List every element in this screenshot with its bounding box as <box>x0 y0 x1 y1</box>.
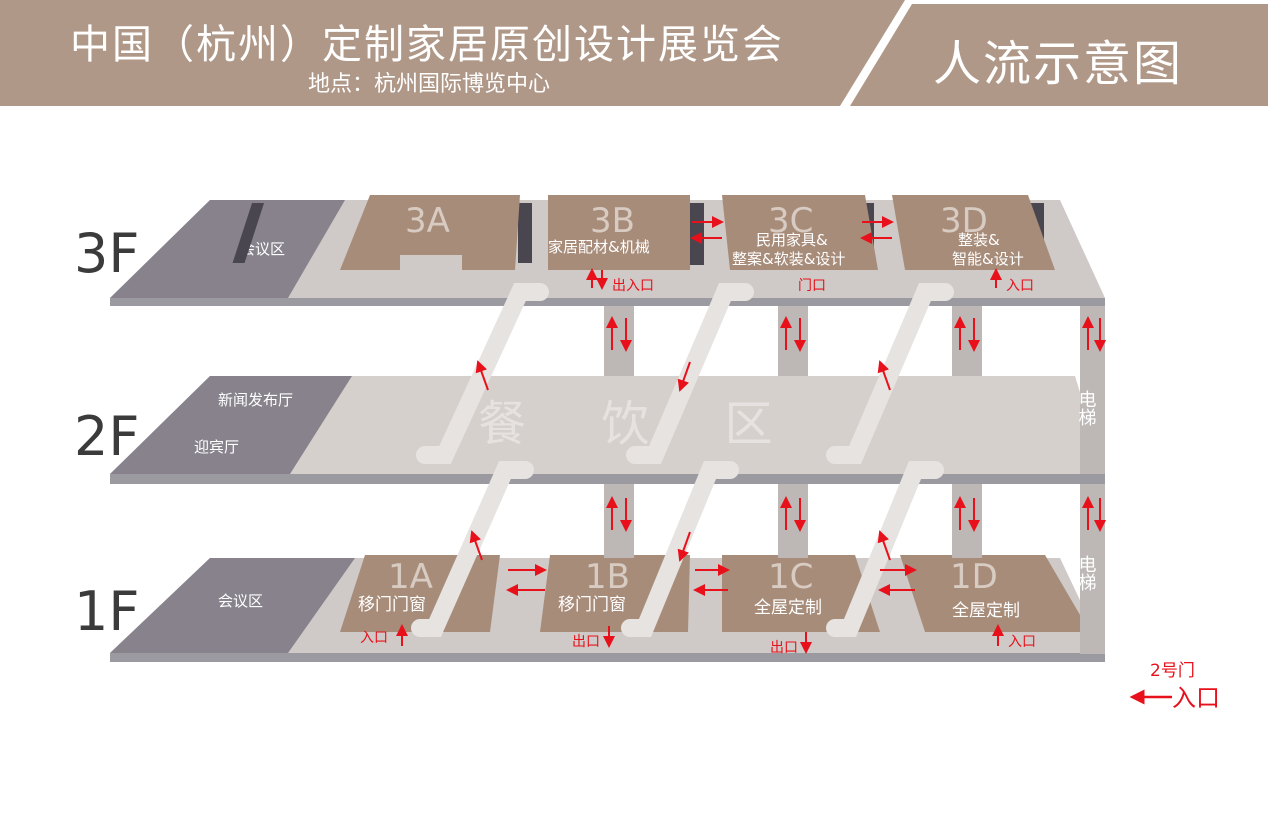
hall-theme-3b: 家居配材&机械 <box>548 238 650 256</box>
flow-arrows <box>396 216 1106 654</box>
hall-theme-1d: 全屋定制 <box>952 601 1020 621</box>
hall-theme-1c: 全屋定制 <box>754 598 822 618</box>
header-banner: 中国（杭州）定制家居原创设计展览会 地点：杭州国际博览中心 人流示意图 <box>0 0 1268 106</box>
area-label-2f-welcome: 迎宾厅 <box>194 438 239 456</box>
elevator-label-lower: 电梯 <box>1076 555 1097 591</box>
escalators <box>411 283 954 637</box>
hall-code-3c: 3C <box>768 201 813 241</box>
floor-3f: 会议区 <box>110 195 1105 306</box>
area-label-2f-press: 新闻发布厅 <box>218 391 293 409</box>
dining-area-label: 餐 饮 区 <box>478 396 803 452</box>
floor-2f: 新闻发布厅 迎宾厅 餐 饮 区 <box>110 376 1105 484</box>
meeting-zone-3f <box>110 200 345 298</box>
floor-label-1f: 1F <box>74 580 140 643</box>
elevator-label-upper: 电梯 <box>1076 390 1097 426</box>
hall-1d <box>900 555 1090 632</box>
entrance-label-3d: 入口 <box>1006 278 1034 294</box>
hall-1c <box>722 555 880 632</box>
press-zone-2f <box>110 376 352 474</box>
area-label-1f-meeting: 会议区 <box>218 592 263 610</box>
exit-label-1c: 出口 <box>770 640 798 656</box>
hall-code-3a: 3A <box>405 201 450 241</box>
hall-code-1b: 1B <box>585 557 630 597</box>
hall-code-1a: 1A <box>388 557 433 597</box>
hall-code-1d: 1D <box>950 557 998 597</box>
entrance-label-3c: 门口 <box>798 278 826 294</box>
floor-label-3f: 3F <box>74 222 140 285</box>
gate-entrance-label: 入口 <box>1172 684 1220 712</box>
hall-theme-3c-line1: 民用家具& <box>756 231 828 249</box>
hall-code-3b: 3B <box>590 201 635 241</box>
flow-diagram-title: 人流示意图 <box>933 36 1184 92</box>
floor-label-2f: 2F <box>74 405 140 468</box>
hall-3c <box>722 195 878 270</box>
hall-code-1c: 1C <box>768 557 813 597</box>
hall-theme-1b: 移门门窗 <box>558 595 626 615</box>
hall-theme-3c-line2: 整案&软装&设计 <box>732 250 845 268</box>
hall-theme-1a: 移门门窗 <box>358 595 426 615</box>
exhibition-title: 中国（杭州）定制家居原创设计展览会 <box>70 22 784 68</box>
entrance-label-1d: 入口 <box>1008 634 1036 650</box>
venue-subtitle: 地点：杭州国际博览中心 <box>308 72 551 97</box>
area-label-3f-meeting: 会议区 <box>240 240 285 258</box>
meeting-zone-1f <box>110 558 355 653</box>
entrance-label-1a: 入口 <box>360 630 388 646</box>
hall-3b <box>548 195 690 270</box>
gate-number: 2号门 <box>1150 661 1195 681</box>
exit-label-1b: 出口 <box>572 634 600 650</box>
hall-3d <box>892 195 1055 270</box>
hall-3a <box>340 195 520 270</box>
hall-theme-3d-line2: 智能&设计 <box>952 250 1024 268</box>
floor-plan-diagram: 会议区 新闻发布厅 迎宾厅 餐 饮 区 会议区 <box>110 195 1220 712</box>
hall-code-3d: 3D <box>940 201 988 241</box>
hall-theme-3d-line1: 整装& <box>958 231 1000 249</box>
entrance-label-3b: 出入口 <box>612 278 654 294</box>
